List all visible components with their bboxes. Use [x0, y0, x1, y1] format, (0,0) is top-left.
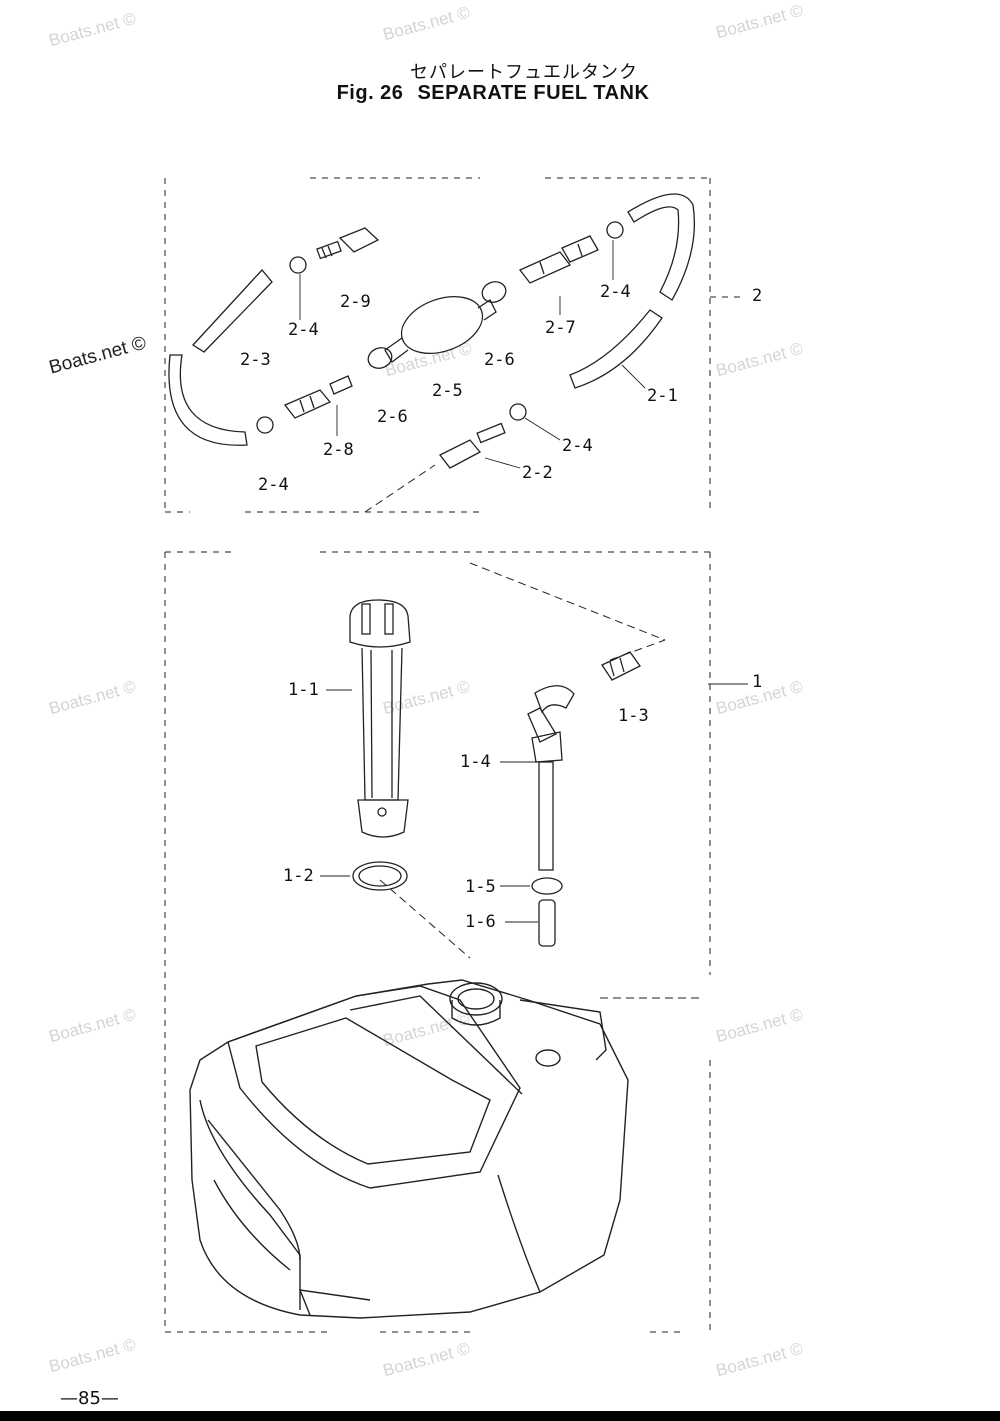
callout-2-6: 2-6: [377, 407, 408, 427]
callout-2-4: 2-4: [288, 320, 319, 340]
o-ring-1-5: [531, 877, 563, 895]
pickup-tube-1-4: [538, 761, 554, 871]
hose-2-3: [191, 269, 273, 353]
callout-2-2: 2-2: [522, 463, 553, 483]
clamp-2-4: [289, 256, 307, 274]
callout-2-4: 2-4: [562, 436, 593, 456]
callout-1-4: 1-4: [460, 752, 491, 772]
callout-1-6: 1-6: [465, 912, 496, 932]
group-1-frame: [164, 551, 711, 1333]
fuel-gauge-1-1: [349, 599, 411, 838]
callout-2-5: 2-5: [432, 381, 463, 401]
connector-2-9: [316, 227, 380, 260]
hose-2-1: [627, 193, 696, 301]
callout-2-4: 2-4: [600, 282, 631, 302]
group-2-frame: [164, 177, 745, 513]
check-valve-2-8: [283, 375, 353, 419]
callout-2-3: 2-3: [240, 350, 271, 370]
callout-1-5: 1-5: [465, 877, 496, 897]
elbow-fitting-1-3: [527, 651, 641, 763]
callout-2: 2: [752, 286, 763, 306]
primer-bulb-2-5: [367, 281, 507, 369]
diagram-title-japanese: セパレートフュエルタンク: [410, 62, 638, 83]
filter-1-6: [538, 899, 556, 947]
check-valve-2-7: [518, 235, 599, 284]
callout-1-3: 1-3: [618, 706, 649, 726]
callout-2-8: 2-8: [323, 440, 354, 460]
fuel-tank: [189, 979, 629, 1319]
callout-2-6: 2-6: [484, 350, 515, 370]
callout-1-2: 1-2: [283, 866, 314, 886]
connector-2-2: [439, 422, 506, 469]
diagram-title: Fig. 26 SEPARATE FUEL TANK: [0, 82, 1000, 105]
callout-1: 1: [752, 672, 763, 692]
callout-2-1: 2-1: [647, 386, 678, 406]
figure-number: Fig. 26: [336, 82, 404, 104]
bottom-border: [0, 1411, 1000, 1421]
page-number: —85—: [60, 1388, 119, 1409]
o-ring-1-2: [352, 861, 408, 891]
callout-2-9: 2-9: [340, 292, 371, 312]
callout-2-4: 2-4: [258, 475, 289, 495]
callout-2-7: 2-7: [545, 318, 576, 338]
callout-1-1: 1-1: [288, 680, 319, 700]
figure-name: SEPARATE FUEL TANK: [417, 82, 650, 104]
